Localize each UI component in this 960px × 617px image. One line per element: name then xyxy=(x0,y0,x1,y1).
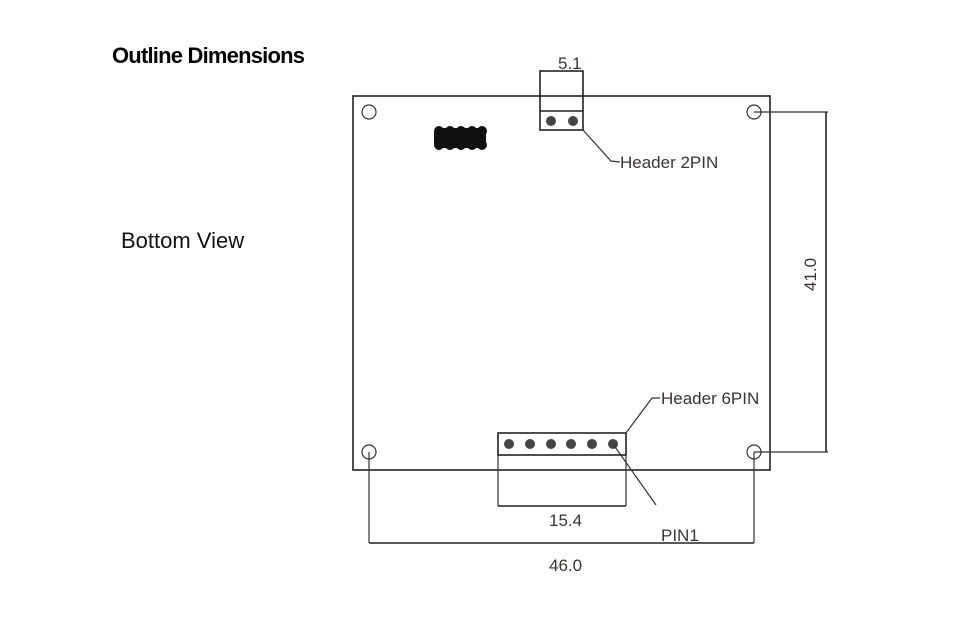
dimension-46-lines xyxy=(368,452,755,544)
dimension-41-lines xyxy=(754,111,828,453)
header-6pin xyxy=(497,432,627,507)
dimension-41-0: 41.0 xyxy=(801,258,820,291)
pin1-label: PIN1 xyxy=(661,526,699,545)
header-6pin-label: Header 6PIN xyxy=(661,389,759,408)
header-2pin-leader xyxy=(582,129,621,163)
diagram-title: Outline Dimensions xyxy=(112,43,305,68)
header-6pin-leader xyxy=(625,397,660,434)
board-outline xyxy=(352,95,771,471)
dimension-46-0: 46.0 xyxy=(549,556,582,575)
view-label: Bottom View xyxy=(121,228,244,253)
dimension-5-1: 5.1 xyxy=(558,54,582,73)
ten-pin-connector xyxy=(434,126,487,150)
pin xyxy=(568,116,578,126)
header-2pin xyxy=(539,70,584,131)
dimension-15-4: 15.4 xyxy=(549,511,582,530)
pin xyxy=(546,116,556,126)
mounting-hole xyxy=(361,104,377,120)
pin1-leader xyxy=(612,443,657,506)
header-2pin-label: Header 2PIN xyxy=(620,153,718,172)
